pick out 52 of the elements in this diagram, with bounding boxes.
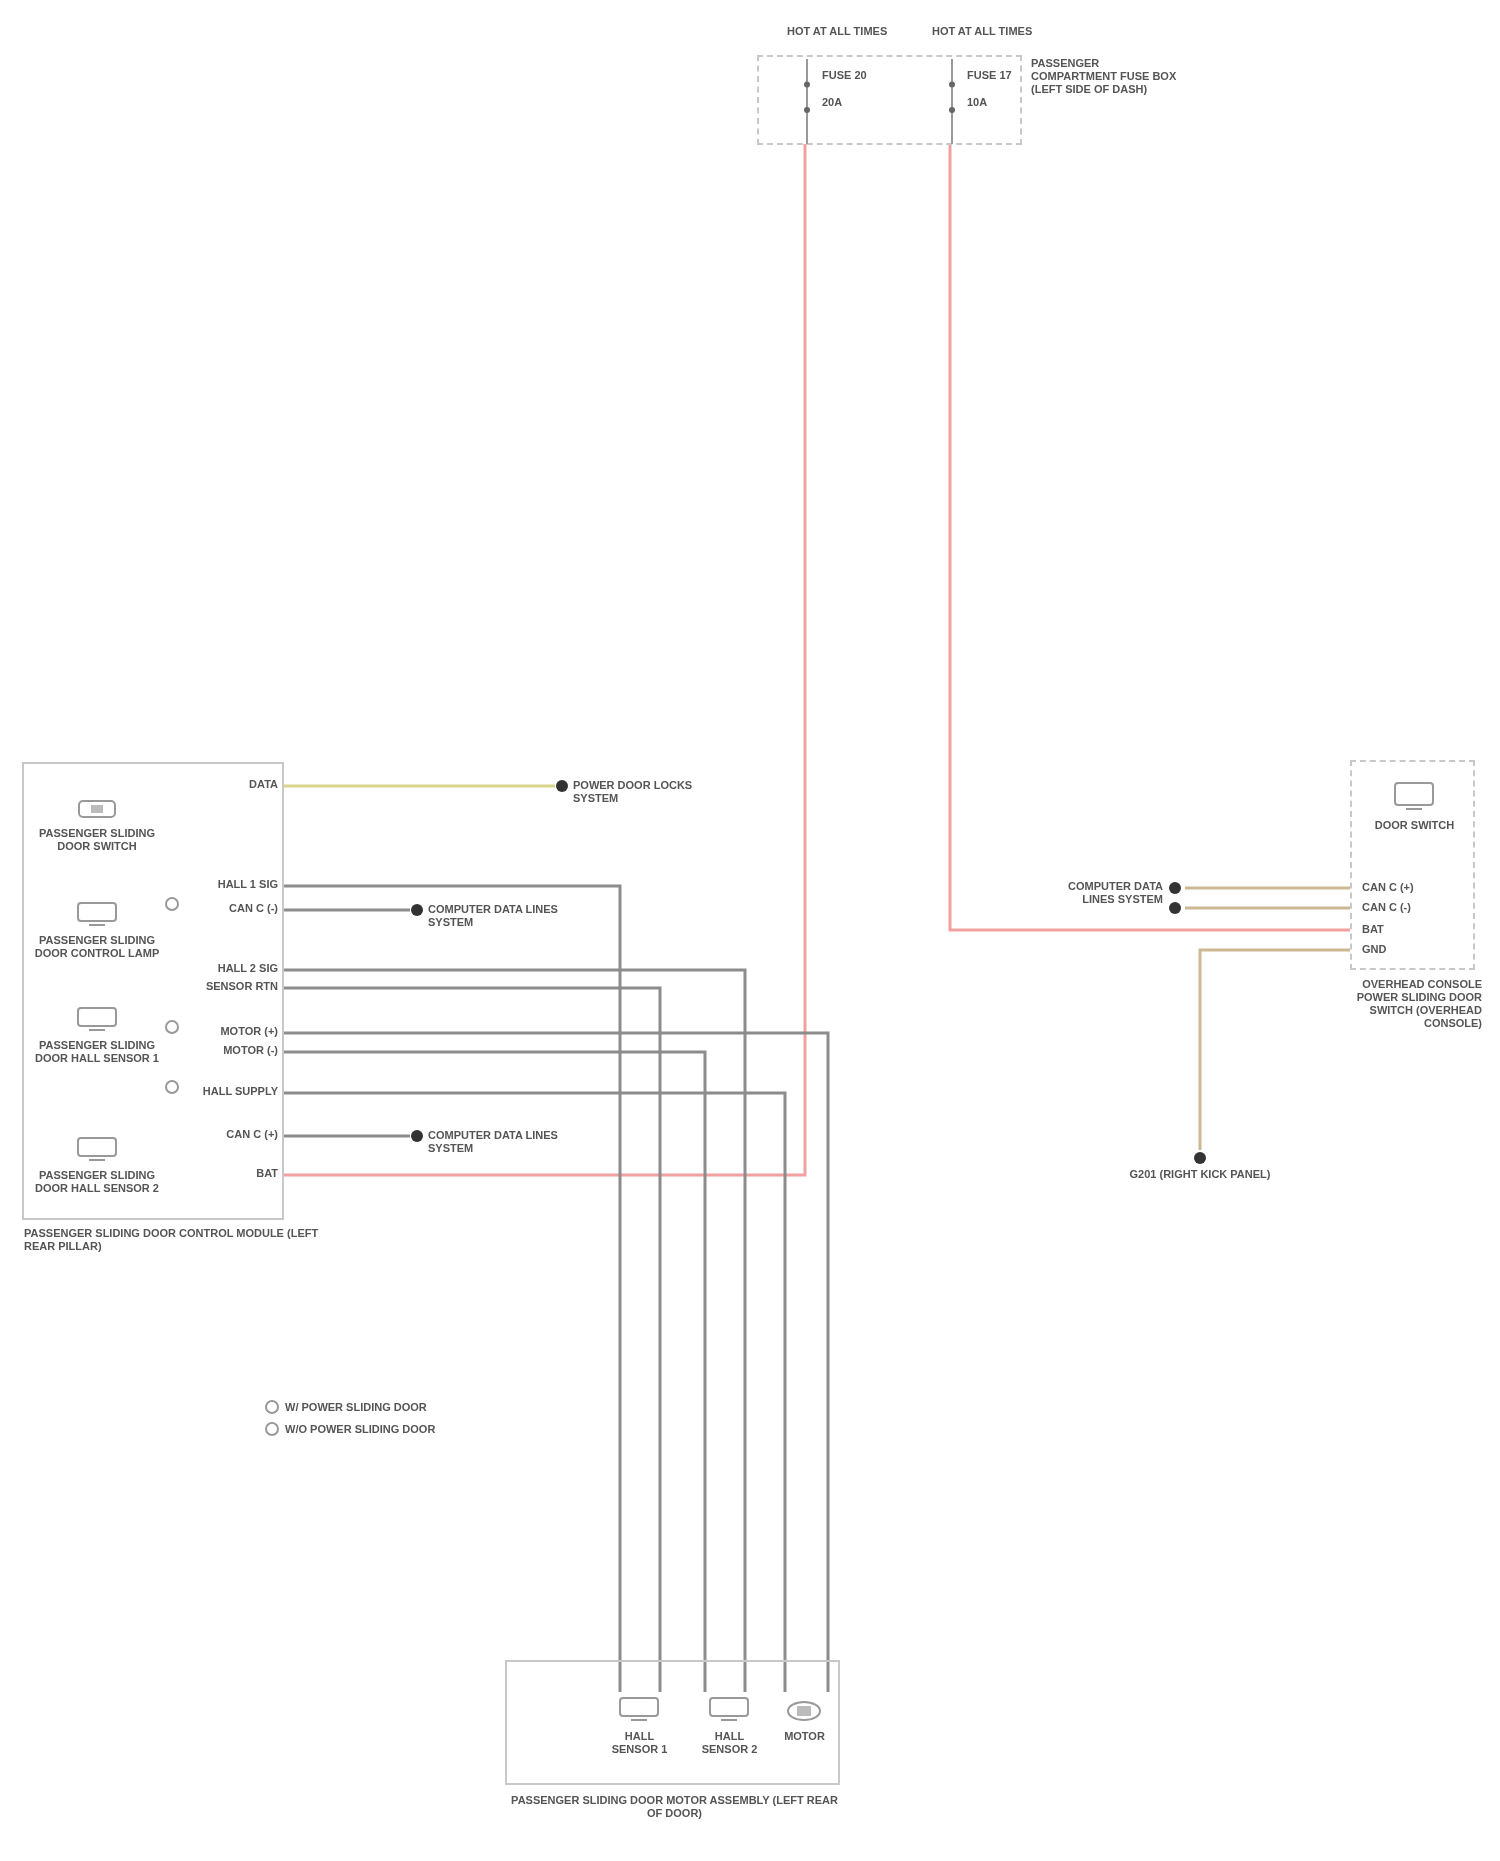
- component-label: 20A: [822, 96, 844, 109]
- wire: [284, 1050, 707, 1692]
- component-label: HOT AT ALL TIMES: [932, 25, 1034, 38]
- pin-label: SENSOR RTN: [204, 980, 278, 993]
- component-label: PASSENGER SLIDING DOOR HALL SENSOR 2: [34, 1169, 160, 1195]
- wire: [284, 1091, 787, 1692]
- pin-label: MOTOR (+): [219, 1025, 278, 1038]
- component-label: COMPUTER DATA LINES SYSTEM: [1067, 880, 1163, 906]
- pin-label: HALL SUPPLY: [201, 1085, 278, 1098]
- component-label: PASSENGER SLIDING DOOR CONTROL LAMP: [33, 934, 161, 960]
- component-label: DOOR SWITCH: [1373, 819, 1456, 832]
- component-label: HALL SENSOR 2: [700, 1730, 759, 1756]
- component-label: PASSENGER COMPARTMENT FUSE BOX (LEFT SIDE OF DASH): [1031, 57, 1178, 96]
- pin-label: CAN C (-): [228, 902, 278, 915]
- wire: [284, 884, 622, 1692]
- component-label: 10A: [967, 96, 989, 109]
- legend-label: W/O POWER SLIDING DOOR: [285, 1423, 436, 1436]
- pin-label: CAN C (+): [1362, 881, 1415, 894]
- component-label: G201 (RIGHT KICK PANEL): [1128, 1168, 1272, 1181]
- component-label: COMPUTER DATA LINES SYSTEM: [428, 903, 559, 929]
- pin-label: HALL 1 SIG: [216, 878, 278, 891]
- component-label: PASSENGER SLIDING DOOR CONTROL MODULE (LEFT REAR PILLAR): [24, 1227, 320, 1253]
- component-label: POWER DOOR LOCKS SYSTEM: [573, 779, 694, 805]
- wire: [1185, 886, 1350, 890]
- component-label: PASSENGER SLIDING DOOR HALL SENSOR 1: [34, 1039, 160, 1065]
- pin-label: BAT: [1362, 923, 1385, 936]
- component-label: OVERHEAD CONSOLE POWER SLIDING DOOR SWITCH (OVERHEAD CONSOLE): [1355, 978, 1482, 1030]
- pin-label: GND: [1362, 943, 1388, 956]
- component-label: MOTOR: [783, 1730, 826, 1743]
- wire: [284, 1134, 410, 1138]
- pin-label: HALL 2 SIG: [216, 962, 278, 975]
- pin-label: MOTOR (-): [222, 1044, 278, 1057]
- component-label: PASSENGER SLIDING DOOR MOTOR ASSEMBLY (LEFT REAR OF DOOR): [510, 1794, 839, 1820]
- wire: [1198, 948, 1350, 1150]
- component-label: FUSE 20: [822, 69, 868, 82]
- component-label: HALL SENSOR 1: [610, 1730, 669, 1756]
- wire: [284, 968, 747, 1692]
- legend-label: W/ POWER SLIDING DOOR: [285, 1401, 427, 1414]
- pin-label: CAN C (+): [225, 1128, 278, 1141]
- wire: [284, 144, 807, 1177]
- wire: [284, 986, 662, 1692]
- wire: [284, 784, 555, 788]
- wire: [284, 908, 410, 912]
- component-label: HOT AT ALL TIMES: [787, 25, 889, 38]
- wire: [284, 1031, 830, 1692]
- wire: [948, 144, 1350, 932]
- component-label: COMPUTER DATA LINES SYSTEM: [428, 1129, 559, 1155]
- pin-label: CAN C (-): [1362, 901, 1412, 914]
- component-label: PASSENGER SLIDING DOOR SWITCH: [38, 827, 156, 853]
- pin-label: BAT: [255, 1167, 278, 1180]
- wire: [1185, 906, 1350, 910]
- pin-label: DATA: [248, 778, 278, 791]
